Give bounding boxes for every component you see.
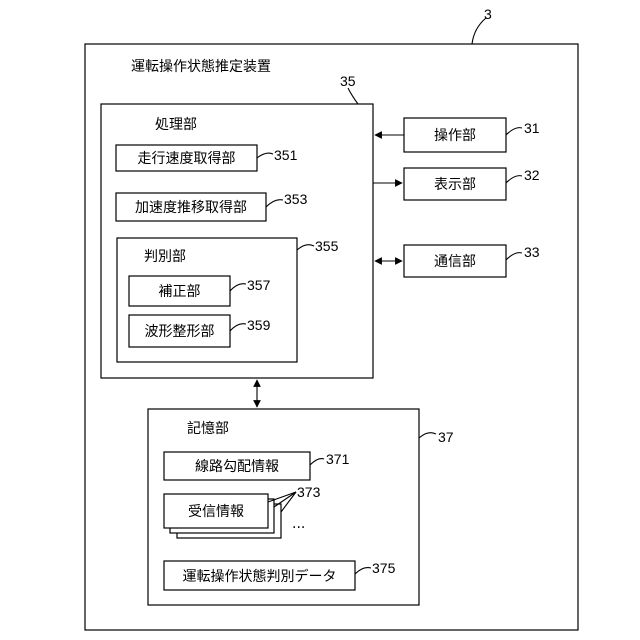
received-info-label: 受信情報 <box>188 504 244 520</box>
speed-acquisition-ref: 351 <box>274 147 298 163</box>
device-title: 運転操作状態推定装置 <box>131 59 271 75</box>
storage-unit-label: 記憶部 <box>187 420 229 437</box>
received-info-ref: 373 <box>297 484 321 500</box>
discrimination-unit-ref: 355 <box>315 238 339 254</box>
discrimination-unit-label: 判別部 <box>144 249 186 265</box>
communication-unit-label: 通信部 <box>434 254 476 270</box>
state-data-ref: 375 <box>372 560 396 576</box>
accel-transition-label: 加速度推移取得部 <box>135 199 247 216</box>
gradient-info-ref: 371 <box>326 451 350 467</box>
accel-transition-ref: 353 <box>284 191 308 207</box>
waveform-shaping-label: 波形整形部 <box>145 324 215 340</box>
state-data-label: 運転操作状態判別データ <box>183 568 337 585</box>
gradient-info-label: 線路勾配情報 <box>195 459 279 475</box>
processing-unit-ref: 35 <box>340 73 356 89</box>
operation-unit-ref: 31 <box>524 120 540 136</box>
speed-acquisition-label: 走行速度取得部 <box>138 150 236 167</box>
display-unit-ref: 32 <box>524 167 540 183</box>
correction-ref: 357 <box>247 277 271 293</box>
received-info-ellipsis: ... <box>292 516 305 532</box>
processing-unit-label: 処理部 <box>155 117 197 133</box>
communication-unit-ref: 33 <box>524 244 540 260</box>
device-ref: 3 <box>484 6 492 22</box>
display-unit-label: 表示部 <box>434 177 476 193</box>
operation-unit-label: 操作部 <box>434 128 476 144</box>
storage-unit-ref: 37 <box>438 429 454 445</box>
waveform-shaping-ref: 359 <box>247 317 271 333</box>
correction-label: 補正部 <box>159 284 201 300</box>
